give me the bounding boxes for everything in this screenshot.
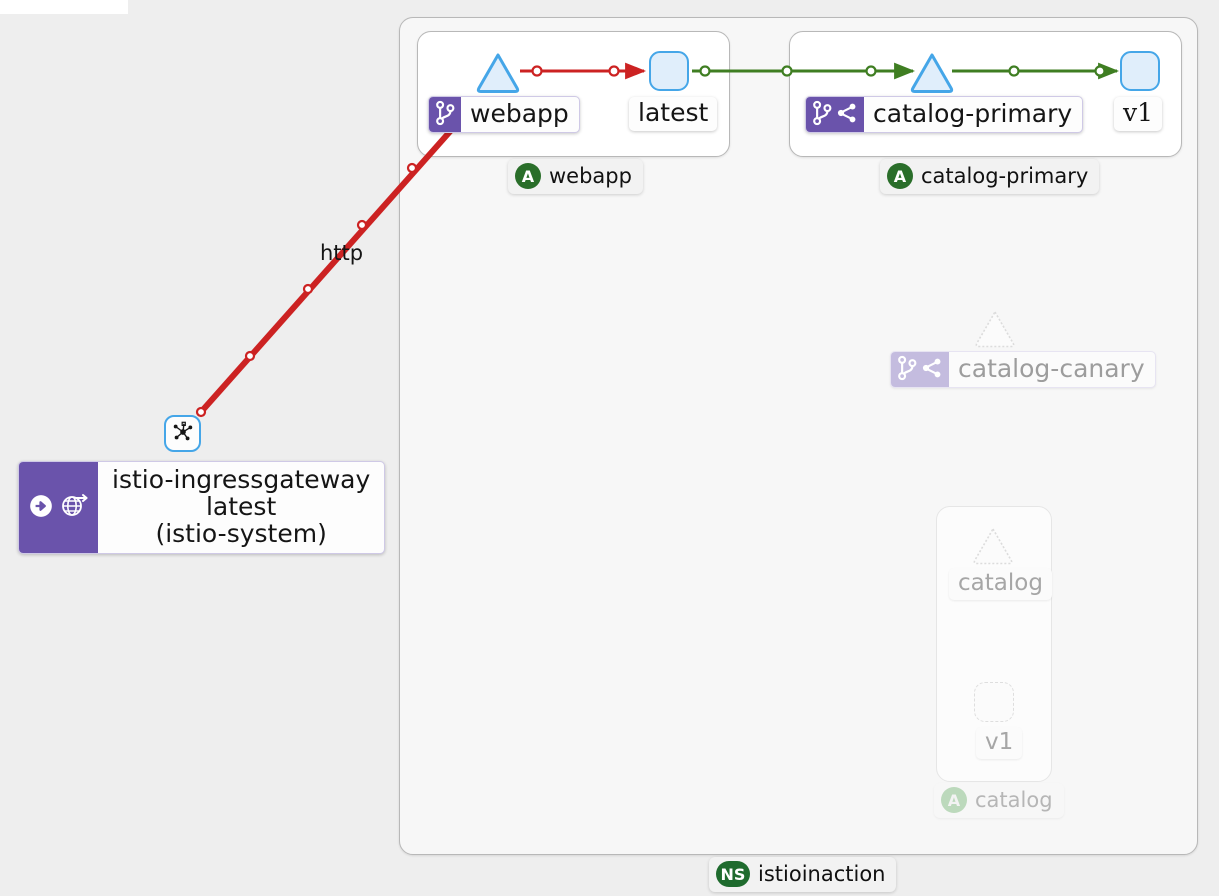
catalog-canary-badge-icons — [891, 352, 949, 387]
app-pill-label: webapp — [549, 164, 632, 188]
service-label-webapp-text: webapp — [470, 99, 569, 128]
catalog-primary-badge-icons — [806, 97, 864, 132]
arrow-circle-right-icon — [28, 493, 54, 523]
app-pill-abbrev: A — [941, 787, 967, 813]
service-node-catalog-primary[interactable] — [909, 52, 955, 94]
gateway-label-line-3: (istio-system) — [155, 519, 327, 548]
service-node-webapp[interactable] — [475, 52, 521, 94]
app-box-webapp[interactable] — [417, 31, 730, 157]
app-pill-webapp[interactable]: A webapp — [508, 159, 643, 194]
viewport-corner-stub — [0, 0, 128, 14]
service-label-catalog-primary-text: catalog-primary — [873, 99, 1073, 128]
app-pill-label: catalog-primary — [921, 164, 1089, 188]
service-label-catalog-canary-text: catalog-canary — [958, 354, 1145, 383]
service-node-catalog-canary[interactable] — [972, 308, 1018, 350]
code-branch-icon — [812, 100, 832, 130]
service-label-catalog-primary[interactable]: catalog-primary — [805, 96, 1084, 133]
globe-route-icon — [59, 493, 89, 523]
app-pill-catalog-primary[interactable]: A catalog-primary — [880, 159, 1100, 194]
workload-node-latest[interactable] — [649, 51, 689, 91]
gateway-label-istio-ingressgateway[interactable]: istio-ingressgateway latest (istio-syste… — [18, 461, 386, 554]
code-branch-icon — [897, 355, 917, 385]
app-pill-catalog[interactable]: A catalog — [934, 783, 1064, 818]
app-pill-label: catalog — [975, 788, 1053, 812]
code-branch-icon — [435, 100, 455, 130]
gateway-node-istio-ingressgateway[interactable] — [164, 415, 201, 452]
namespace-pill-istioinaction[interactable]: NS istioinaction — [709, 857, 897, 892]
gateway-label-line-2: latest — [205, 492, 277, 521]
workload-node-v1[interactable] — [1120, 51, 1160, 91]
share-alt-icon — [836, 102, 858, 128]
gateway-badge-icons — [19, 462, 98, 553]
gateway-label-line-1: istio-ingressgateway — [112, 465, 371, 494]
namespace-pill-label: istioinaction — [758, 862, 886, 886]
app-pill-abbrev: A — [515, 163, 541, 189]
workload-label-latest[interactable]: latest — [629, 97, 718, 132]
service-label-catalog-canary[interactable]: catalog-canary — [890, 351, 1156, 388]
service-label-webapp[interactable]: webapp — [428, 96, 580, 133]
namespace-pill-abbrev: NS — [716, 861, 750, 887]
service-node-catalog[interactable] — [970, 525, 1016, 567]
service-label-catalog[interactable]: catalog — [949, 568, 1052, 601]
mesh-topology-icon — [172, 421, 194, 447]
edge-label-http: http — [320, 241, 364, 265]
webapp-badge-icons — [429, 97, 461, 132]
workload-node-catalog-v1[interactable] — [974, 682, 1014, 722]
share-alt-icon — [921, 357, 943, 383]
workload-label-v1[interactable]: v1 — [1114, 97, 1163, 132]
app-pill-abbrev: A — [887, 163, 913, 189]
app-box-catalog-primary[interactable] — [789, 31, 1182, 157]
workload-label-catalog-v1[interactable]: v1 — [976, 727, 1023, 760]
